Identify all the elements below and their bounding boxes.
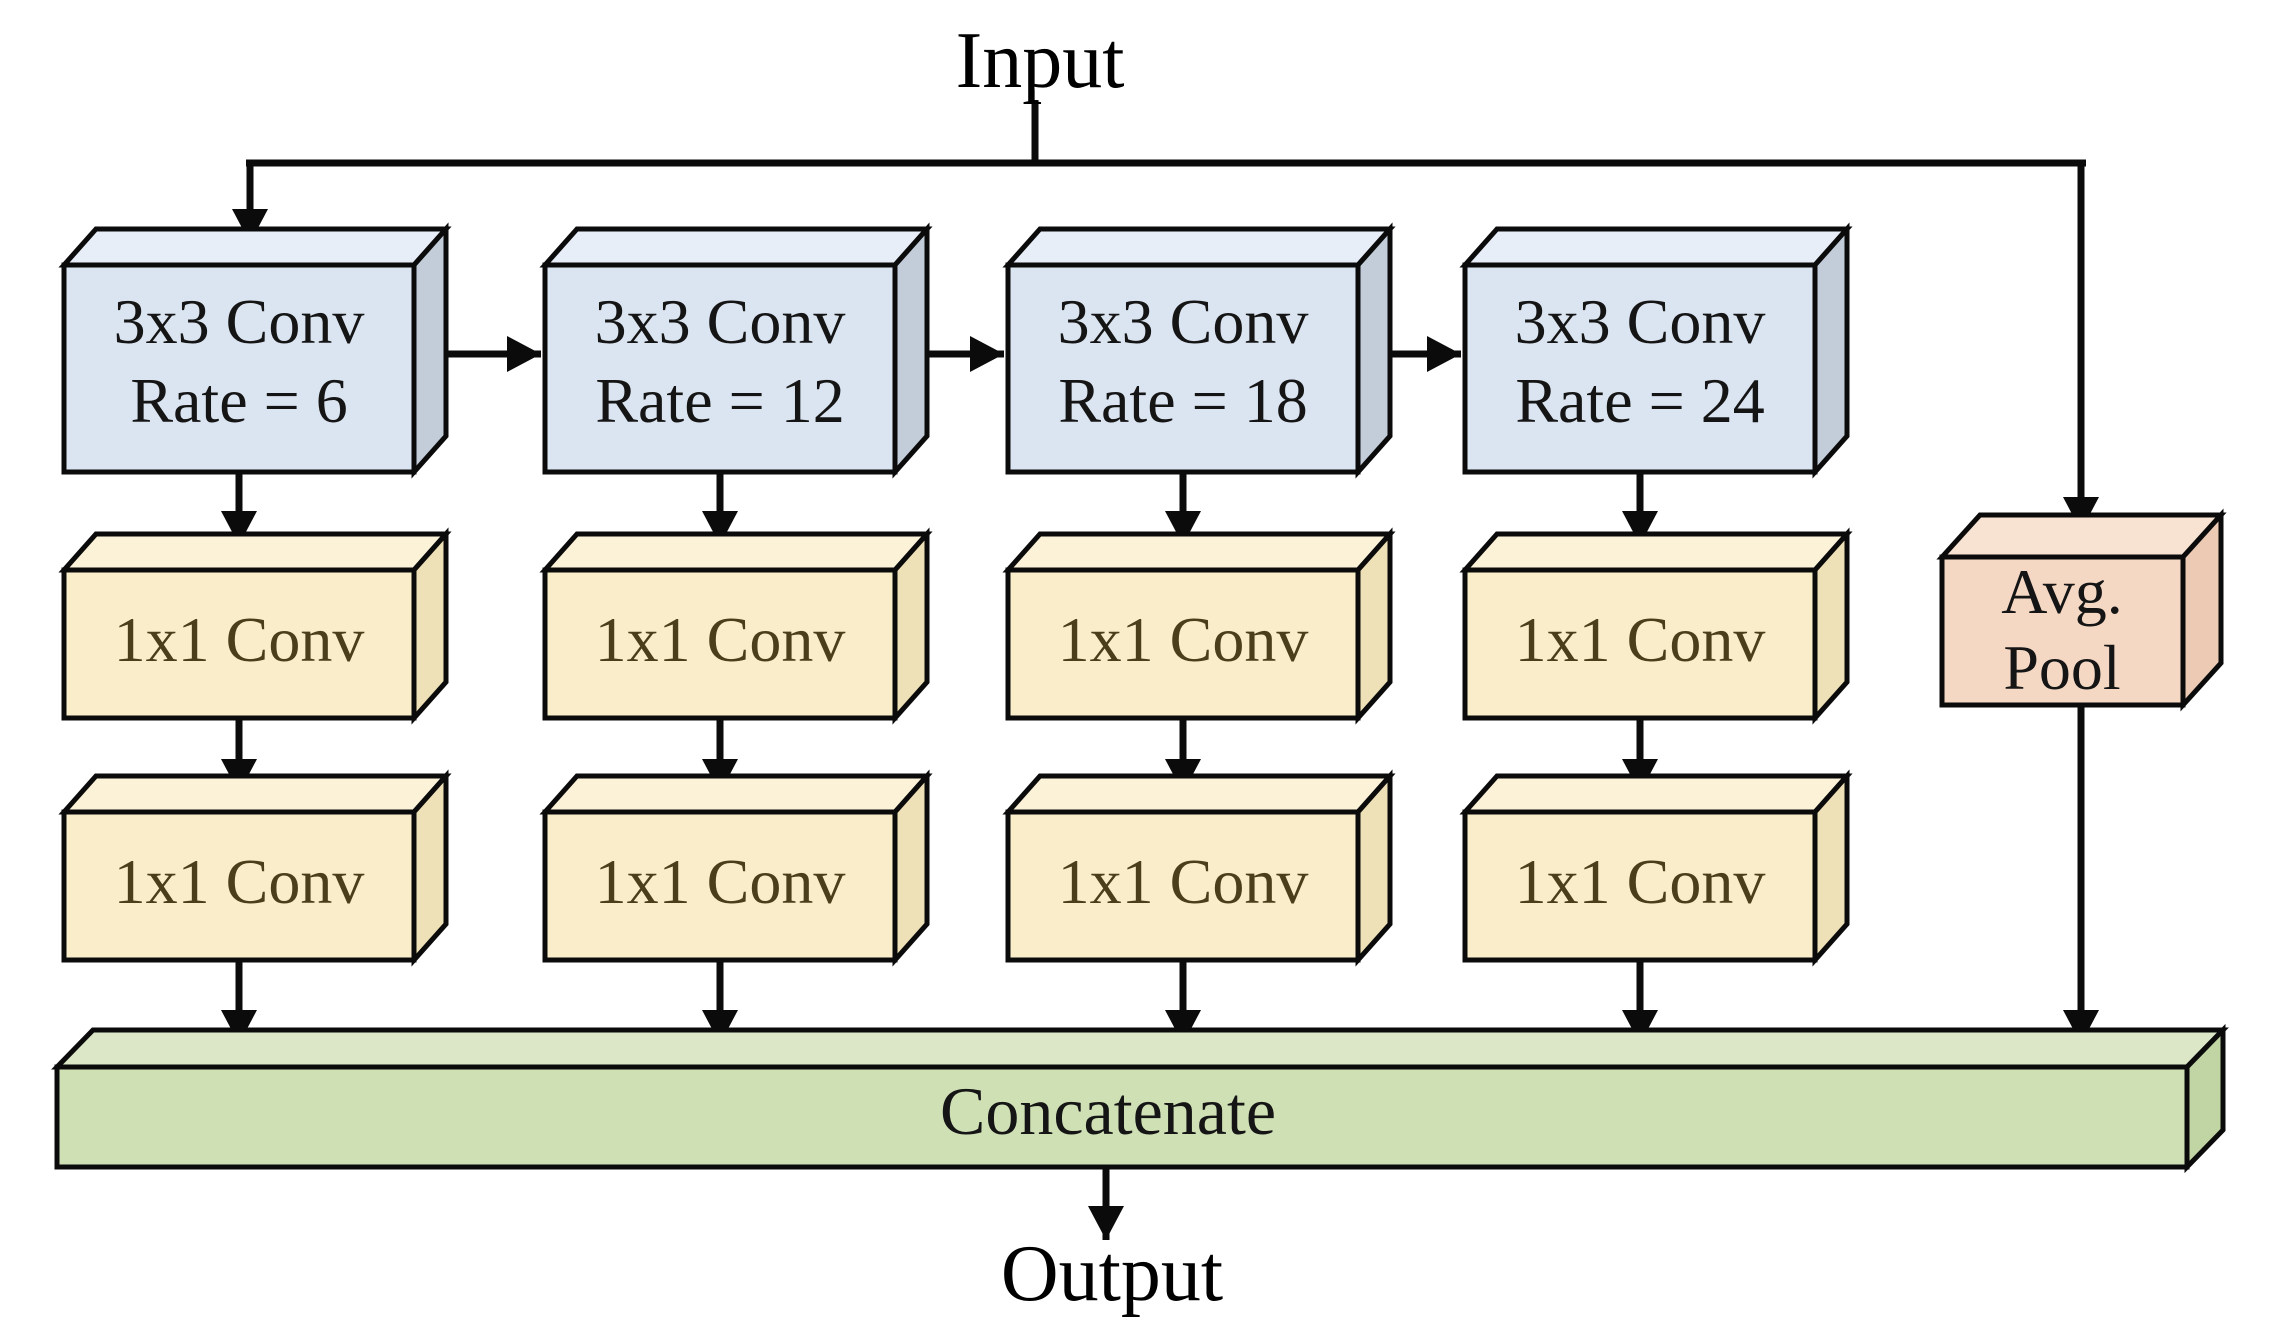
bar-front-face — [54, 1064, 2190, 1170]
box-front-face — [542, 262, 898, 475]
avg-pool-label-line2: Pool — [2003, 632, 2120, 703]
conv-1x1-label: 1x1 Conv — [595, 846, 846, 917]
conv-1x1-row2-col2-box: 1x1 Conv — [539, 769, 933, 967]
concatenate-label: Concatenate — [940, 1073, 1276, 1149]
concatenate-bar: Concatenate — [51, 1023, 2229, 1174]
conv-3x3-rate18-label-line2: Rate = 18 — [1058, 365, 1307, 436]
conv-1x1-row1-col2-box: 1x1 Conv — [539, 527, 933, 725]
box-top-face — [1459, 531, 1853, 573]
box-front-face — [1462, 809, 1818, 963]
box-front-face — [542, 567, 898, 721]
box-top-face — [1002, 531, 1396, 573]
box-side-face — [1355, 527, 1393, 725]
conv-3x3-rate6-label-line1: 3x3 Conv — [114, 286, 365, 357]
conv-1x1-row2-col1-box: 1x1 Conv — [58, 769, 452, 967]
bar-top-face — [51, 1027, 2229, 1070]
conv-3x3-rate6-box: 3x3 Conv Rate = 6 — [58, 222, 452, 479]
conv-1x1-row2-col3-box: 1x1 Conv — [1002, 769, 1396, 967]
box-top-face — [539, 773, 933, 815]
conv-1x1-label: 1x1 Conv — [114, 604, 365, 675]
box-side-face — [892, 222, 930, 479]
box-side-face — [1812, 222, 1850, 479]
box-side-face — [1355, 769, 1393, 967]
box-front-face — [1005, 567, 1361, 721]
box-side-face — [1812, 769, 1850, 967]
box-top-face — [58, 773, 452, 815]
conv-1x1-row1-col1-box: 1x1 Conv — [58, 527, 452, 725]
conv-3x3-rate24-label-line2: Rate = 24 — [1515, 365, 1764, 436]
box-front-face — [1462, 262, 1818, 475]
conv-3x3-rate24-label-line1: 3x3 Conv — [1515, 286, 1766, 357]
box-top-face — [539, 531, 933, 573]
box-side-face — [892, 527, 930, 725]
conv-1x1-row1-col4-box: 1x1 Conv — [1459, 527, 1853, 725]
conv-1x1-label: 1x1 Conv — [1058, 604, 1309, 675]
output-label: Output — [1001, 1230, 1223, 1318]
conv-3x3-rate18-label-line1: 3x3 Conv — [1058, 286, 1309, 357]
box-side-face — [411, 769, 449, 967]
box-side-face — [1355, 222, 1393, 479]
conv-1x1-label: 1x1 Conv — [114, 846, 365, 917]
conv-1x1-label: 1x1 Conv — [1515, 604, 1766, 675]
conv-1x1-row2-col4-box: 1x1 Conv — [1459, 769, 1853, 967]
box-top-face — [1002, 773, 1396, 815]
box-top-face — [1002, 226, 1396, 268]
conv-3x3-rate18-box: 3x3 Conv Rate = 18 — [1002, 222, 1396, 479]
box-front-face — [1462, 567, 1818, 721]
conv-3x3-rate24-box: 3x3 Conv Rate = 24 — [1459, 222, 1853, 479]
box-side-face — [1812, 527, 1850, 725]
conv-1x1-row1-col3-box: 1x1 Conv — [1002, 527, 1396, 725]
box-top-face — [1459, 226, 1853, 268]
conv-3x3-rate12-label-line1: 3x3 Conv — [595, 286, 846, 357]
box-front-face — [1005, 262, 1361, 475]
conv-1x1-label: 1x1 Conv — [595, 604, 846, 675]
box-top-face — [58, 226, 452, 268]
conv-1x1-label: 1x1 Conv — [1058, 846, 1309, 917]
box-top-face — [1459, 773, 1853, 815]
box-top-face — [539, 226, 933, 268]
conv-3x3-rate12-label-line2: Rate = 12 — [595, 365, 844, 436]
box-front-face — [1005, 809, 1361, 963]
input-label: Input — [956, 17, 1125, 105]
conv-3x3-rate12-box: 3x3 Conv Rate = 12 — [539, 222, 933, 479]
box-front-face — [61, 809, 417, 963]
box-top-face — [1936, 512, 2227, 560]
avg-pool-box: Avg. Pool — [1936, 508, 2227, 712]
box-top-face — [58, 531, 452, 573]
avg-pool-label-line1: Avg. — [2001, 556, 2122, 627]
box-side-face — [411, 527, 449, 725]
box-front-face — [61, 262, 417, 475]
box-front-face — [542, 809, 898, 963]
box-front-face — [61, 567, 417, 721]
conv-1x1-label: 1x1 Conv — [1515, 846, 1766, 917]
box-side-face — [892, 769, 930, 967]
box-side-face — [411, 222, 449, 479]
box-front-face — [1939, 554, 2186, 708]
conv-3x3-rate6-label-line2: Rate = 6 — [130, 365, 347, 436]
